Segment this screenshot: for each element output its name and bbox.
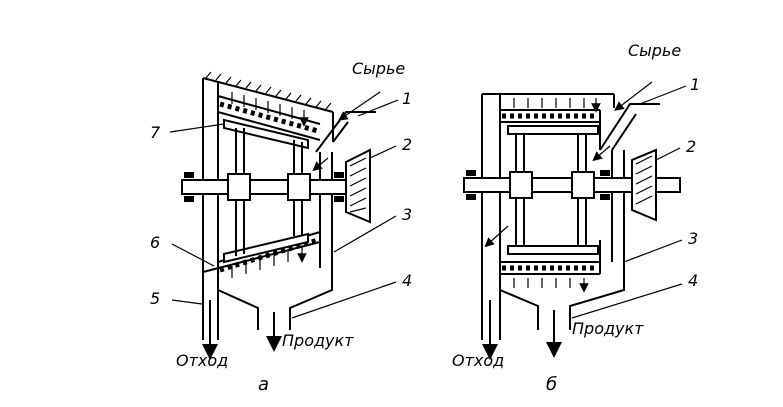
- label-feed-b: Сырье: [628, 41, 681, 60]
- figure-a: Сырье 1 2 3 4 5 6 7 Отход Продукт а: [150, 59, 412, 395]
- airflow-arrows-top-a: [231, 92, 304, 122]
- feed-chute-a: [312, 91, 381, 172]
- feed-chute-b: [484, 81, 660, 248]
- label-2-b: 2: [686, 137, 696, 156]
- housing-a: [202, 78, 334, 340]
- housing-b: [481, 93, 625, 340]
- label-2-a: 2: [402, 135, 412, 154]
- label-4-b: 4: [688, 271, 698, 290]
- label-1-a: 1: [402, 89, 412, 108]
- label-3-b: 3: [688, 229, 698, 248]
- leader-lines-b: [571, 85, 687, 319]
- caption-a: а: [258, 374, 269, 395]
- label-product-b: Продукт: [572, 319, 644, 338]
- shaft-b: [463, 170, 681, 200]
- label-1-b: 1: [690, 75, 700, 94]
- label-waste-a: Отход: [176, 351, 228, 370]
- pulley-a: [345, 148, 371, 224]
- ceiling-hatching: [202, 71, 334, 113]
- label-waste-b: Отход: [452, 351, 504, 370]
- label-5-a: 5: [150, 289, 160, 308]
- label-3-a: 3: [402, 205, 412, 224]
- leader-lines-a: [169, 99, 399, 319]
- label-product-a: Продукт: [282, 331, 354, 350]
- label-feed-a: Сырье: [352, 59, 405, 78]
- label-7-a: 7: [150, 123, 161, 142]
- airflow-arrows-top-b: [513, 98, 596, 288]
- caption-b: б: [546, 374, 557, 395]
- figure-b: Сырье 1 2 3 4 Отход Продукт б: [452, 41, 700, 395]
- airflow-arrows-bottom-a: [231, 246, 302, 278]
- shaft-a: [181, 172, 369, 202]
- label-6-a: 6: [150, 233, 160, 252]
- pulley-b: [631, 148, 657, 222]
- label-4-a: 4: [402, 271, 412, 290]
